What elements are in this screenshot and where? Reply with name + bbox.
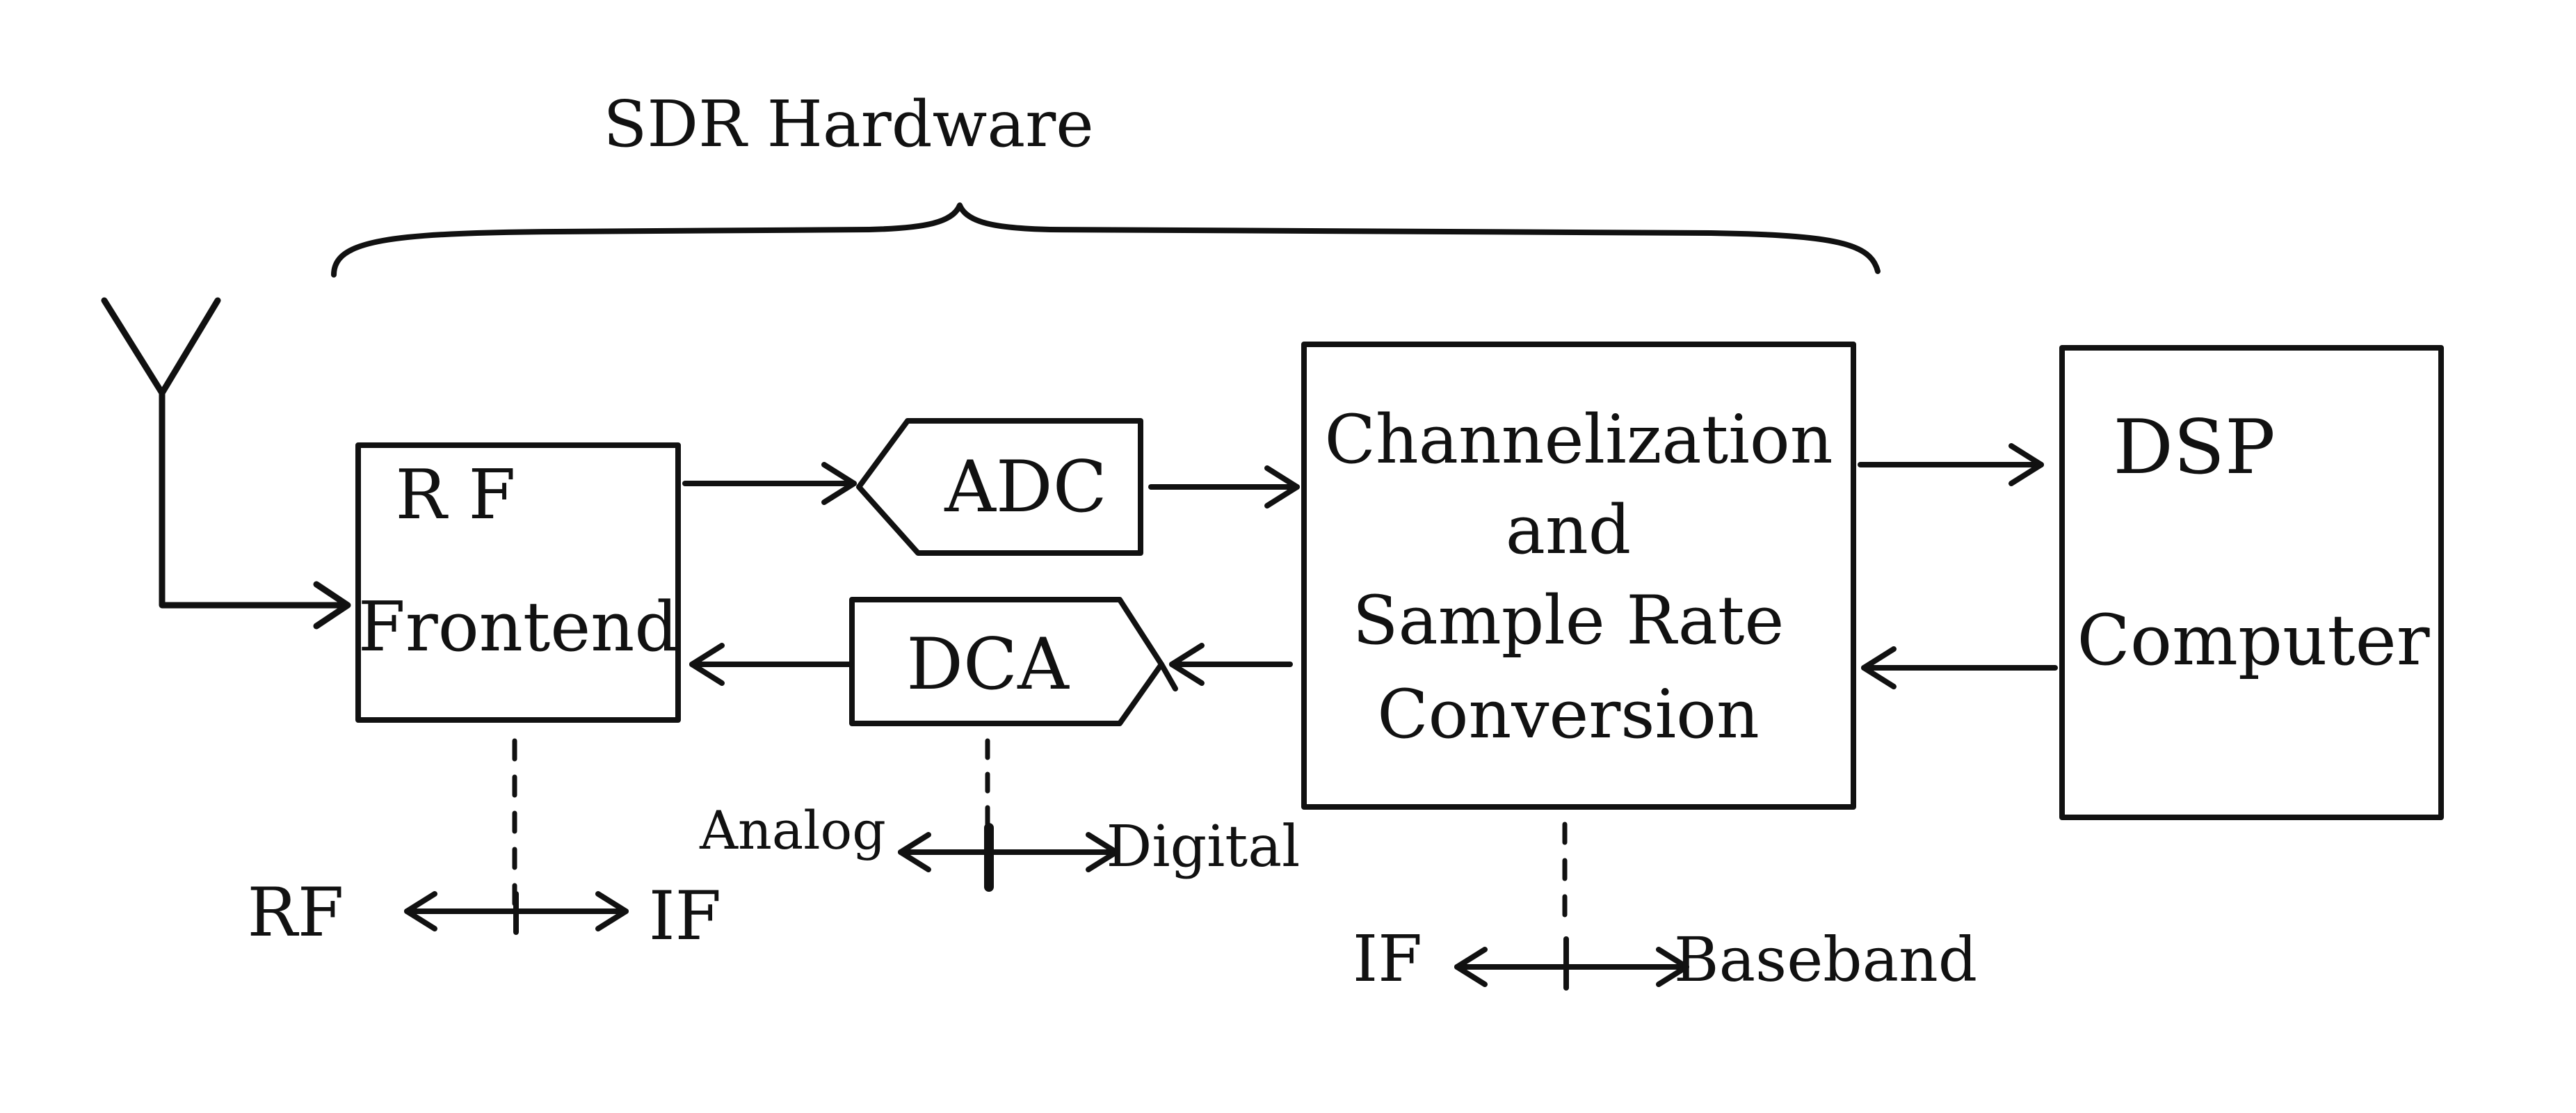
channelization-label-line1: Channelization xyxy=(1324,401,1833,479)
arrow-channelization-to-dca xyxy=(1169,643,1293,686)
arrow-channelization-to-dsp xyxy=(1858,443,2044,486)
analog-digital-left-label: Analog xyxy=(699,799,886,861)
rf-frontend-block: R F Frontend xyxy=(355,442,681,723)
dca-label: DCA xyxy=(906,623,1070,706)
hardware-brace xyxy=(331,202,1881,278)
if-baseband-right-label: Baseband xyxy=(1674,924,1977,995)
rf-if-left-label: RF xyxy=(248,874,344,952)
arrow-adc-to-channelization xyxy=(1148,465,1300,509)
dca-block: DCA xyxy=(849,597,1178,726)
analog-digital-right-label: Digital xyxy=(1106,814,1301,880)
if-baseband-boundary: IF Baseband xyxy=(1353,822,1977,996)
channelization-label-line2: and xyxy=(1506,491,1632,569)
dsp-label-line1: DSP xyxy=(2113,404,2275,491)
rf-if-boundary: RF IF xyxy=(248,738,722,955)
adc-label: ADC xyxy=(944,446,1106,529)
analog-digital-boundary: Analog Digital xyxy=(699,738,1301,892)
rf-if-right-label: IF xyxy=(649,877,722,955)
arrow-dsp-to-channelization xyxy=(1861,646,2058,689)
rf-frontend-label-line2: Frontend xyxy=(358,588,678,667)
channelization-label-line4: Conversion xyxy=(1377,675,1760,753)
diagram-title: SDR Hardware xyxy=(603,87,1093,161)
channelization-block: Channelization and Sample Rate Conversio… xyxy=(1301,342,1856,810)
arrow-frontend-to-adc xyxy=(682,462,857,505)
adc-block: ADC xyxy=(856,418,1143,556)
arrow-dca-to-frontend xyxy=(689,643,853,686)
if-baseband-left-label: IF xyxy=(1353,922,1422,996)
channelization-label-line3: Sample Rate xyxy=(1353,582,1785,659)
antenna-icon xyxy=(101,297,351,630)
dsp-label-line2: Computer xyxy=(2077,600,2429,681)
rf-frontend-label-line1: R F xyxy=(396,456,516,535)
dsp-computer-block: DSP Computer xyxy=(2059,345,2444,820)
